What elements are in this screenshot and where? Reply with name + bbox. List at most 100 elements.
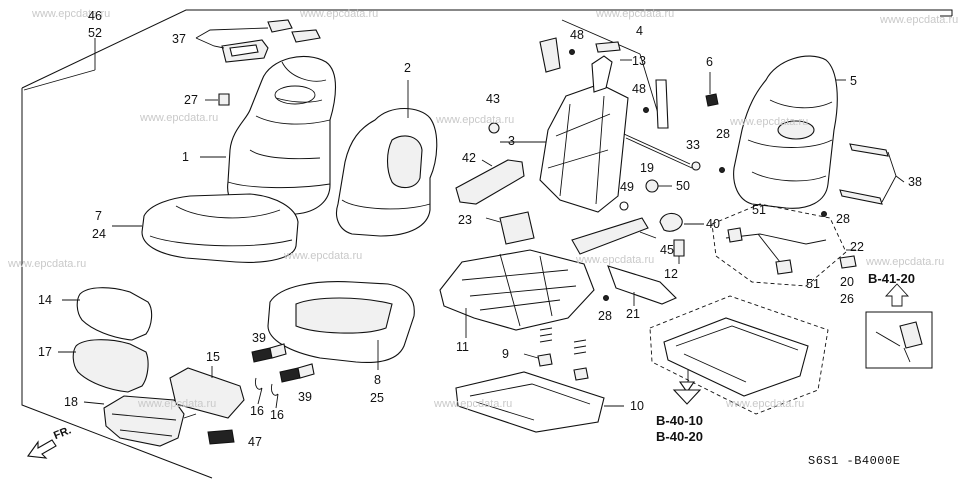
watermark: www.epcdata.ru bbox=[8, 258, 87, 270]
callout-11[interactable]: 11 bbox=[456, 340, 469, 354]
clip-28-part-a bbox=[603, 295, 609, 301]
callout-38[interactable]: 38 bbox=[908, 175, 922, 189]
seat-cushion-pad-8-part bbox=[267, 281, 415, 370]
callout-18[interactable]: 18 bbox=[64, 395, 78, 409]
spring-9-part bbox=[523, 327, 589, 381]
seat-back-cover-1-part bbox=[200, 55, 336, 215]
callout-39-b[interactable]: 39 bbox=[298, 390, 312, 404]
callout-40[interactable]: 40 bbox=[706, 217, 720, 231]
callout-46[interactable]: 46 bbox=[88, 9, 102, 23]
callout-49[interactable]: 49 bbox=[620, 180, 634, 194]
seat-back-5-part bbox=[733, 55, 846, 209]
seat-back-frame-3-part bbox=[500, 83, 629, 213]
callout-43[interactable]: 43 bbox=[486, 92, 500, 106]
callout-22[interactable]: 22 bbox=[850, 240, 864, 254]
callout-24[interactable]: 24 bbox=[92, 227, 106, 241]
callout-8[interactable]: 8 bbox=[374, 373, 381, 387]
watermark: www.epcdata.ru bbox=[726, 398, 805, 410]
callout-16-b[interactable]: 16 bbox=[270, 408, 284, 422]
callout-45[interactable]: 45 bbox=[660, 243, 674, 257]
clip-28-part-b bbox=[719, 167, 725, 173]
seat-back-pad-2-part bbox=[335, 80, 438, 237]
watermark: www.epcdata.ru bbox=[32, 8, 111, 20]
strip-38-part bbox=[839, 143, 905, 205]
leader-46 bbox=[23, 38, 96, 91]
callout-50[interactable]: 50 bbox=[676, 179, 690, 193]
callout-16-a[interactable]: 16 bbox=[250, 404, 264, 418]
connector-detail-box bbox=[865, 283, 933, 369]
front-arrow bbox=[27, 439, 57, 459]
watermark: www.epcdata.ru bbox=[140, 112, 219, 124]
rod-19-part bbox=[623, 133, 693, 169]
callout-23[interactable]: 23 bbox=[458, 213, 472, 227]
callout-39-a[interactable]: 39 bbox=[252, 331, 266, 345]
callout-51-b[interactable]: 51 bbox=[806, 277, 820, 291]
watermark: www.epcdata.ru bbox=[880, 14, 959, 26]
fastener-27-part bbox=[205, 93, 230, 106]
callout-12[interactable]: 12 bbox=[664, 267, 678, 281]
part-6 bbox=[705, 93, 719, 107]
callout-17[interactable]: 17 bbox=[38, 345, 52, 359]
callout-42[interactable]: 42 bbox=[462, 151, 476, 165]
callout-14[interactable]: 14 bbox=[38, 293, 52, 307]
callout-48-a[interactable]: 48 bbox=[570, 28, 584, 42]
watermark: www.epcdata.ru bbox=[436, 114, 515, 126]
guide-4-part bbox=[561, 19, 669, 129]
watermark: www.epcdata.ru bbox=[138, 398, 217, 410]
switch-39-part bbox=[251, 343, 315, 383]
callout-52[interactable]: 52 bbox=[88, 26, 102, 40]
reference-arrow-b40 bbox=[672, 389, 702, 405]
rail-detail-box bbox=[649, 295, 829, 415]
diagram-code: S6S1 -B4000E bbox=[808, 454, 901, 468]
clip-20-part bbox=[839, 255, 857, 269]
callout-2[interactable]: 2 bbox=[404, 61, 411, 75]
trim-panel-15-part bbox=[169, 366, 245, 419]
knob-50-part bbox=[619, 179, 672, 211]
knob-40-part bbox=[659, 212, 704, 232]
callout-6[interactable]: 6 bbox=[706, 55, 713, 69]
nut-43-part bbox=[488, 122, 500, 134]
callout-28-c[interactable]: 28 bbox=[836, 212, 850, 226]
callout-10[interactable]: 10 bbox=[630, 399, 644, 413]
watermark: www.epcdata.ru bbox=[434, 398, 513, 410]
callout-7[interactable]: 7 bbox=[95, 209, 102, 223]
callout-33[interactable]: 33 bbox=[686, 138, 700, 152]
reference-b-40-10[interactable]: B-40-10 bbox=[656, 413, 703, 428]
slide-rail-10-part bbox=[455, 371, 624, 433]
watermark: www.epcdata.ru bbox=[284, 250, 363, 262]
callout-21[interactable]: 21 bbox=[626, 307, 640, 321]
armrest-cover-17-part bbox=[58, 339, 149, 393]
armrest-pad-14-part bbox=[62, 287, 153, 341]
callout-28-a[interactable]: 28 bbox=[598, 309, 612, 323]
callout-1[interactable]: 1 bbox=[182, 150, 189, 164]
bracket-42-part bbox=[455, 159, 525, 205]
callout-47[interactable]: 47 bbox=[248, 435, 262, 449]
callout-9[interactable]: 9 bbox=[502, 347, 509, 361]
clip-16-part bbox=[255, 377, 279, 409]
callout-27[interactable]: 27 bbox=[184, 93, 198, 107]
callout-26[interactable]: 26 bbox=[840, 292, 854, 306]
seat-cushion-cover-7-part bbox=[112, 193, 299, 263]
callout-37[interactable]: 37 bbox=[172, 32, 186, 46]
callout-48-b[interactable]: 48 bbox=[632, 82, 646, 96]
reference-b-40-20[interactable]: B-40-20 bbox=[656, 429, 703, 444]
callout-19[interactable]: 19 bbox=[640, 161, 654, 175]
bolt-48-part bbox=[539, 37, 649, 113]
clip-37-part bbox=[195, 19, 321, 63]
callout-3[interactable]: 3 bbox=[508, 134, 515, 148]
reference-b-41-20[interactable]: B-41-20 bbox=[868, 271, 915, 286]
callout-20[interactable]: 20 bbox=[840, 275, 854, 289]
callout-15[interactable]: 15 bbox=[206, 350, 220, 364]
callout-51-a[interactable]: 51 bbox=[752, 203, 766, 217]
watermark: www.epcdata.ru bbox=[596, 8, 675, 20]
callout-5[interactable]: 5 bbox=[850, 74, 857, 88]
watermark: www.epcdata.ru bbox=[730, 116, 809, 128]
bolt-12-part bbox=[673, 239, 685, 264]
callout-28-b[interactable]: 28 bbox=[716, 127, 730, 141]
callout-4[interactable]: 4 bbox=[636, 24, 643, 38]
rail-cover-21-part bbox=[607, 265, 677, 306]
callout-13[interactable]: 13 bbox=[632, 54, 646, 68]
callout-25[interactable]: 25 bbox=[370, 391, 384, 405]
